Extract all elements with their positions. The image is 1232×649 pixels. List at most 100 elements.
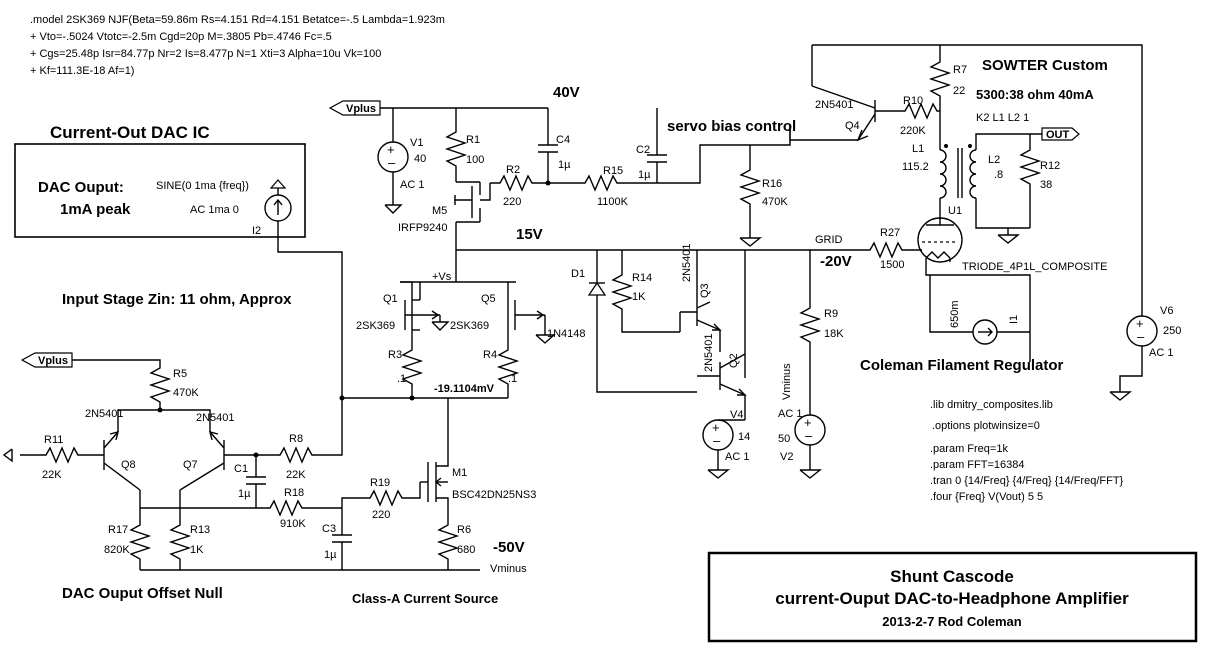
svg-text:+: + xyxy=(1136,316,1144,331)
svg-text:–: – xyxy=(713,433,721,448)
filament-note: Coleman Filament Regulator xyxy=(860,357,1064,374)
q3-ref: Q3 xyxy=(699,283,711,298)
v6-voltage-source: + – xyxy=(1109,315,1158,401)
r8-resistor xyxy=(256,398,343,464)
r3-value: .1 xyxy=(397,373,406,385)
model-line-4: + Kf=111.3E-18 Af=1) xyxy=(30,65,134,77)
voltage-40v: 40V xyxy=(553,84,580,101)
svg-text:OUT: OUT xyxy=(1046,129,1070,141)
r15-resistor xyxy=(548,174,657,192)
ground-l2 xyxy=(997,234,1020,244)
r9-value: 18K xyxy=(824,328,844,340)
r2-resistor xyxy=(490,174,548,192)
v4-ref: V4 xyxy=(730,409,743,421)
r19-ref: R19 xyxy=(370,477,390,489)
i1-value: 650m xyxy=(949,300,961,328)
r5-ref: R5 xyxy=(173,368,187,380)
dac-box xyxy=(14,143,306,238)
r5-resistor xyxy=(148,363,172,410)
q7-transistor xyxy=(179,431,256,491)
q2-ref: Q2 xyxy=(728,353,740,368)
r11-resistor xyxy=(20,446,104,464)
r10-resistor xyxy=(898,102,940,120)
i1-current-source xyxy=(929,275,1030,345)
q1-jfet xyxy=(400,281,450,345)
r4-resistor xyxy=(496,345,520,398)
r7-resistor xyxy=(928,58,952,140)
model-line-2: + Vto=-.5024 Vtotc=-2.5m Cgd=20p M=.3805… xyxy=(30,31,332,43)
r27-value: 1500 xyxy=(880,259,904,271)
vplus-net-flag-left: Vplus xyxy=(20,352,73,368)
r13-value: 1K xyxy=(190,544,204,556)
dac-heading: Current-Out DAC IC xyxy=(50,123,210,142)
r17-resistor xyxy=(128,520,152,570)
svg-text:–: – xyxy=(805,428,813,443)
r2-ref: R2 xyxy=(506,164,520,176)
v1-ref: V1 xyxy=(410,137,423,149)
r4-ref: R4 xyxy=(483,349,497,361)
wire-i2-out xyxy=(277,221,343,398)
title-line-3: 2013-2-7 Rod Coleman xyxy=(882,614,1021,629)
out-net-flag: OUT xyxy=(1041,127,1080,141)
r1-value: 100 xyxy=(466,154,484,166)
r14-value: 1K xyxy=(632,291,646,303)
r8-ref: R8 xyxy=(289,433,303,445)
voltage-m20v: -20V xyxy=(820,253,852,270)
r13-resistor xyxy=(168,520,192,570)
v2-value: 50 xyxy=(778,433,790,445)
r9-resistor xyxy=(798,304,822,415)
grid-label: GRID xyxy=(815,234,843,246)
r15-ref: R15 xyxy=(603,165,623,177)
m5-value: IRFP9240 xyxy=(398,222,448,234)
d1-value: 1N4148 xyxy=(547,328,586,340)
v4-voltage-source: + – xyxy=(702,419,745,479)
directive-3: .param Freq=1k xyxy=(930,443,1008,455)
r16-ref: R16 xyxy=(762,178,782,190)
voltage-m50v: -50V xyxy=(493,539,525,556)
d1-ref: D1 xyxy=(571,268,585,280)
c2-ref: C2 xyxy=(636,144,650,156)
c1-value: 1µ xyxy=(238,488,251,500)
l2-value: .8 xyxy=(994,169,1003,181)
title-line-2: current-Ouput DAC-to-Headphone Amplifier xyxy=(775,589,1129,608)
svg-text:Vplus: Vplus xyxy=(38,355,68,367)
r2-value: 220 xyxy=(503,196,521,208)
c3-ref: C3 xyxy=(322,523,336,535)
i1-ref: I1 xyxy=(1008,315,1020,324)
r27-resistor xyxy=(810,241,922,259)
u1-ref: U1 xyxy=(948,205,962,217)
r11-value: 22K xyxy=(42,469,62,481)
vminus-bottom-label: Vminus xyxy=(490,563,527,575)
q8-ref: Q8 xyxy=(121,459,136,471)
q4-transistor xyxy=(811,85,898,142)
directive-4: .param FFT=16384 xyxy=(930,459,1024,471)
r7-ref: R7 xyxy=(953,64,967,76)
q5-ref: Q5 xyxy=(481,293,496,305)
r17-value: 820K xyxy=(104,544,130,556)
q4-value: 2N5401 xyxy=(815,99,854,111)
v4-value: 14 xyxy=(738,431,750,443)
d1-diode xyxy=(587,272,697,393)
vminus-right-label: Vminus xyxy=(781,363,793,400)
q3-value: 2N5401 xyxy=(681,243,693,282)
r12-value: 38 xyxy=(1040,179,1052,191)
r7-value: 22 xyxy=(953,85,965,97)
svg-text:–: – xyxy=(1137,329,1145,344)
vplus-net-flag-top: Vplus xyxy=(328,100,381,116)
q5-value: 2SK369 xyxy=(450,320,489,332)
l2-ref: L2 xyxy=(988,154,1000,166)
r6-resistor xyxy=(436,520,460,570)
coupling-note: K2 L1 L2 1 xyxy=(976,112,1029,124)
l1-value: 115.2 xyxy=(902,161,929,173)
v1-ac: AC 1 xyxy=(400,179,424,191)
voltage-15v: 15V xyxy=(516,226,543,243)
r16-value: 470K xyxy=(762,196,788,208)
svg-text:+: + xyxy=(387,142,395,157)
v4-ac: AC 1 xyxy=(725,451,749,463)
c3-value: 1µ xyxy=(324,549,337,561)
l1-ref: L1 xyxy=(912,143,924,155)
r10-value: 220K xyxy=(900,125,926,137)
r12-ref: R12 xyxy=(1040,160,1060,172)
c4-ref: C4 xyxy=(556,134,570,146)
r18-value: 910K xyxy=(280,518,306,530)
